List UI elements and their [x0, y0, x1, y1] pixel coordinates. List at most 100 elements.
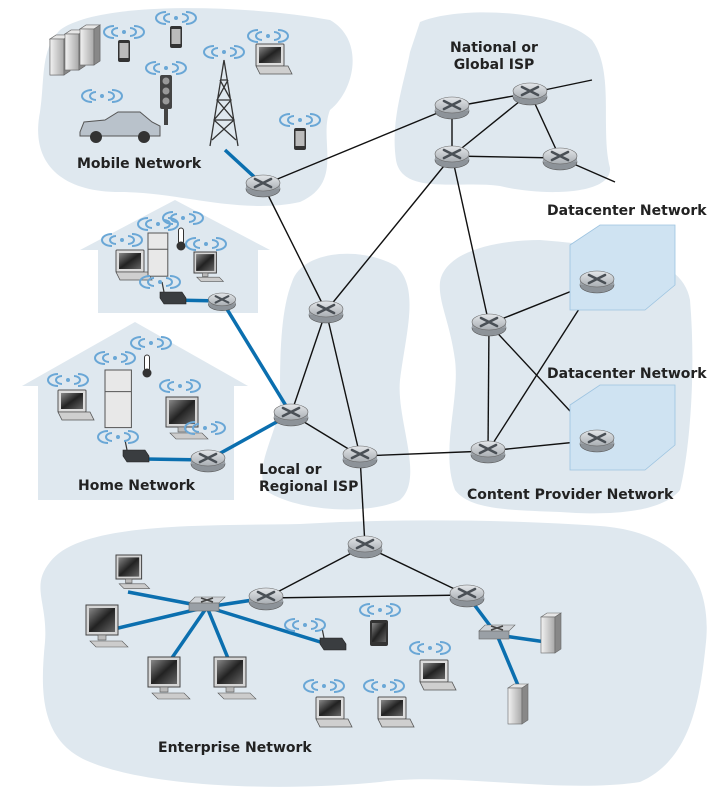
- wireless-icon: [145, 61, 187, 75]
- core-link: [262, 106, 453, 186]
- wireless-icon: [359, 603, 401, 617]
- desktop-pc-icon: [147, 656, 191, 700]
- core-link: [451, 155, 561, 159]
- switch-icon: [478, 624, 516, 640]
- core-link: [265, 545, 366, 599]
- router-icon: [245, 174, 281, 198]
- router-icon: [434, 96, 470, 120]
- desktop-pc-icon: [213, 656, 257, 700]
- router-icon: [190, 449, 226, 473]
- wireless-icon: [159, 379, 201, 393]
- core-link: [265, 594, 468, 599]
- router-icon: [579, 270, 615, 294]
- router-icon: [542, 147, 578, 171]
- access-link: [206, 605, 331, 647]
- national-isp-label: National or Global ISP: [444, 40, 544, 74]
- datacenter-network-label-bottom: Datacenter Network: [547, 366, 707, 382]
- router-icon: [470, 440, 506, 464]
- smartphone-icon: [294, 128, 306, 150]
- wireless-icon: [94, 351, 136, 365]
- router-icon: [208, 292, 236, 311]
- home-network-small-house: [80, 200, 270, 313]
- wireless-icon: [247, 29, 289, 43]
- smartphone-icon: [170, 26, 182, 48]
- laptop-icon: [57, 389, 95, 421]
- wireless-icon: [103, 25, 145, 39]
- fridge-icon: [104, 369, 132, 429]
- wireless-icon: [155, 11, 197, 25]
- laptop-icon: [315, 696, 353, 728]
- thermometer-icon: [176, 227, 186, 251]
- server-icon: [79, 24, 101, 66]
- wireless-icon: [409, 641, 451, 655]
- wireless-icon: [130, 336, 172, 350]
- thermometer-icon: [142, 354, 152, 378]
- core-link: [325, 310, 361, 457]
- datacenter-icon: [569, 384, 676, 471]
- car-icon: [79, 111, 161, 143]
- wireless-icon: [203, 45, 245, 59]
- laptop-icon: [255, 43, 293, 75]
- smartphone-icon: [118, 40, 130, 62]
- router-icon: [579, 429, 615, 453]
- traffic-light-icon: [160, 75, 172, 125]
- mobile-network-label: Mobile Network: [77, 156, 202, 172]
- desktop-pc-icon: [193, 251, 225, 282]
- wireless-icon: [162, 211, 204, 225]
- core-link: [262, 184, 327, 312]
- wireless-icon: [363, 679, 405, 693]
- datacenter-network-label-top: Datacenter Network: [547, 203, 707, 219]
- wireless-icon: [279, 113, 321, 127]
- national-isp-label-line1: National or: [450, 40, 538, 56]
- desktop-pc-icon: [115, 554, 151, 589]
- local-isp-label-line1: Local or: [259, 462, 322, 478]
- access-link: [220, 300, 293, 415]
- server-icon: [540, 612, 562, 654]
- modem-icon: [319, 627, 347, 651]
- core-link: [487, 323, 490, 452]
- laptop-icon: [377, 696, 415, 728]
- wireless-icon: [184, 421, 226, 435]
- core-link: [325, 155, 453, 312]
- modem-icon: [159, 281, 187, 305]
- core-link: [364, 545, 468, 596]
- server-icon: [507, 683, 529, 725]
- wireless-icon: [139, 275, 181, 289]
- wireless-icon: [284, 618, 326, 632]
- router-icon: [342, 445, 378, 469]
- router-icon: [471, 313, 507, 337]
- local-isp-label: Local or Regional ISP: [259, 462, 358, 496]
- enterprise-region: [40, 520, 707, 787]
- core-link: [290, 310, 327, 415]
- desktop-pc-icon: [85, 604, 129, 648]
- laptop-icon: [419, 659, 457, 691]
- router-icon: [512, 82, 548, 106]
- router-icon: [308, 300, 344, 324]
- router-icon: [434, 145, 470, 169]
- wireless-icon: [185, 237, 227, 251]
- wireless-icon: [81, 89, 123, 103]
- enterprise-network-label: Enterprise Network: [158, 740, 312, 756]
- switch-icon: [188, 596, 226, 612]
- core-link: [359, 450, 489, 457]
- core-link: [359, 455, 366, 547]
- router-icon: [248, 587, 284, 611]
- wireless-icon: [101, 233, 143, 247]
- wireless-icon: [303, 679, 345, 693]
- content-provider-network-label: Content Provider Network: [467, 487, 674, 503]
- core-link: [451, 92, 531, 157]
- tablet-icon: [370, 620, 388, 646]
- wireless-icon: [97, 430, 139, 444]
- access-link: [495, 634, 522, 691]
- router-icon: [347, 535, 383, 559]
- home-network-label: Home Network: [78, 478, 195, 494]
- fridge-icon: [147, 232, 169, 277]
- laptop-icon: [115, 249, 153, 281]
- cell-tower-icon: [209, 59, 239, 147]
- local-isp-region: [262, 253, 411, 510]
- wireless-icon: [47, 373, 89, 387]
- router-icon: [273, 403, 309, 427]
- local-isp-label-line2: Regional ISP: [259, 479, 359, 495]
